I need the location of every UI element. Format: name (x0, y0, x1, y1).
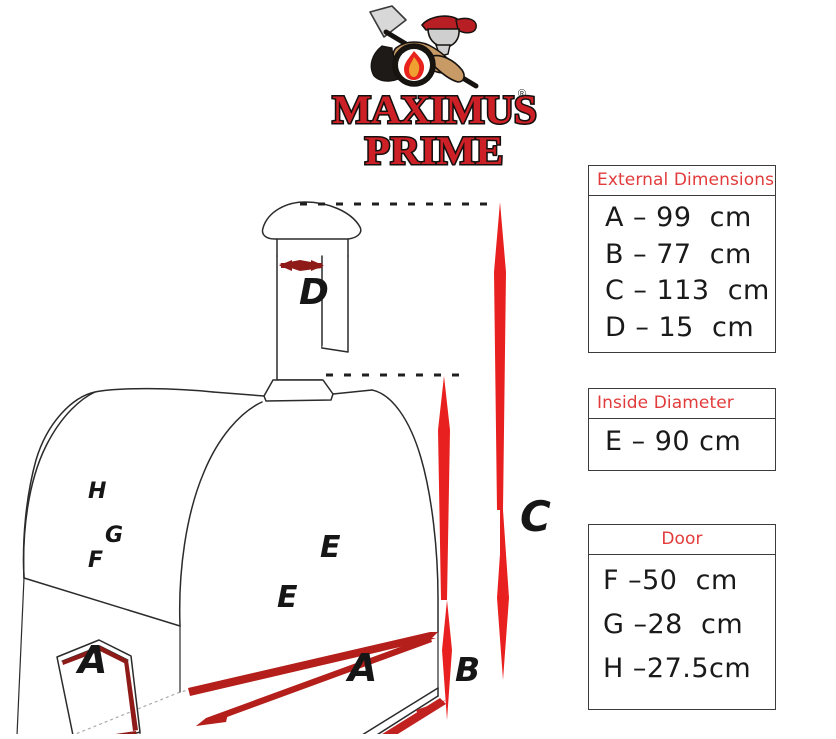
logo-line-maximus: MAXIMUS (331, 87, 539, 132)
oven-dimension-diagram: C B D E E A A H G F (0, 180, 580, 739)
table-external-dimensions: External Dimensions A – 99 cm B – 77 cm … (588, 165, 776, 353)
brand-logo: MAXIMUS PRIME ® (331, 4, 539, 182)
table-header-inside: Inside Diameter (589, 389, 775, 419)
logo-wordmark: MAXIMUS PRIME (331, 88, 539, 172)
arrow-H (62, 646, 128, 665)
logo-line-prime: PRIME (363, 127, 505, 173)
registered-trademark-icon: ® (517, 88, 526, 100)
arrow-A-right (374, 698, 446, 739)
table-door-dimensions: Door F –50 cm G –28 cm H –27.5cm (588, 524, 776, 710)
base-slab (16, 577, 439, 739)
arrow-D (279, 260, 324, 271)
arrow-E-side (188, 632, 438, 696)
table-row: H –27.5cm (603, 652, 752, 684)
table-body-inside: E – 90 cm (589, 419, 775, 466)
dimension-label-H: H (88, 479, 107, 504)
table-body-external: A – 99 cm B – 77 cm C – 113 cm D – 15 cm (589, 196, 775, 352)
dimension-label-D: D (299, 272, 329, 313)
chimney-stack (212, 255, 373, 402)
table-body-door: F –50 cm G –28 cm H –27.5cm (589, 555, 775, 697)
dimension-label-F: F (88, 548, 104, 573)
table-row: F –50 cm (603, 565, 738, 596)
table-header-door: Door (589, 525, 775, 555)
dimension-label-E-front: E (277, 580, 298, 615)
dimension-label-C: C (520, 492, 551, 541)
table-row: D – 15 cm (605, 311, 755, 343)
door-opening (56, 639, 141, 739)
arrow-C (494, 202, 509, 680)
dimension-label-A-left: A (78, 638, 108, 682)
table-inside-diameter: Inside Diameter E – 90 cm (588, 388, 776, 471)
dimension-label-A-right: A (348, 646, 378, 690)
table-row: E – 90 cm (605, 426, 742, 457)
dimension-label-B: B (455, 650, 481, 689)
arrow-G (124, 660, 138, 731)
table-header-external: External Dimensions (589, 166, 775, 196)
chimney-cap (261, 201, 362, 257)
oven-dome (22, 387, 439, 633)
table-row: C – 113 cm (605, 275, 770, 307)
oven-drawing (16, 201, 509, 739)
roman-soldier-with-pizza-peel-and-flame-icon (369, 5, 479, 89)
table-row: A – 99 cm (605, 202, 752, 233)
dimension-label-G: G (105, 523, 124, 548)
table-row: G –28 cm (603, 608, 744, 640)
dimension-label-E-side: E (320, 530, 341, 565)
table-row: B – 77 cm (605, 238, 752, 270)
arrow-B (438, 376, 452, 720)
